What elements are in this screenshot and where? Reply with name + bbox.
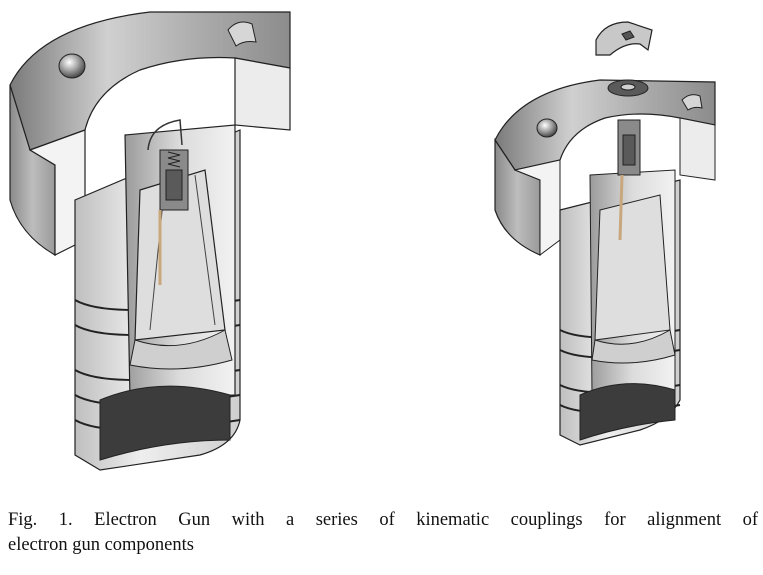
flange-top-surface bbox=[9, 11, 291, 151]
caption-line-1: Fig. 1. Electron Gun with a series of ki… bbox=[8, 510, 758, 530]
caption-line-2: electron gun components bbox=[8, 535, 194, 555]
kinematic-ball bbox=[58, 53, 86, 79]
kinematic-clip bbox=[227, 21, 257, 47]
flange-top-surface bbox=[494, 79, 716, 171]
flange-cut-face bbox=[513, 159, 561, 256]
filament-wire bbox=[147, 119, 183, 151]
figure-caption: Fig. 1. Electron Gun with a series of ki… bbox=[8, 508, 758, 558]
flange-cut-face bbox=[28, 129, 86, 256]
figure-illustration bbox=[9, 11, 716, 471]
kinematic-clip bbox=[681, 94, 703, 111]
bottom-opening bbox=[579, 383, 676, 441]
anode-cone bbox=[594, 194, 671, 341]
kinematic-ball bbox=[536, 118, 558, 138]
electron-gun-assembled bbox=[9, 11, 291, 471]
cone-inner-line bbox=[194, 174, 216, 326]
flange-right-cut bbox=[679, 117, 716, 181]
center-coupling-hole bbox=[620, 83, 636, 91]
cone-base bbox=[129, 329, 233, 370]
bottom-opening bbox=[99, 385, 231, 461]
flange-right-cut bbox=[234, 57, 291, 131]
cathode-spring bbox=[167, 151, 181, 168]
electron-gun-exploded bbox=[494, 21, 716, 446]
cone-base bbox=[591, 329, 676, 364]
cap-notch bbox=[621, 30, 635, 41]
cathode-insulator bbox=[165, 169, 183, 201]
cathode-rod bbox=[618, 174, 624, 241]
cathode-insulator bbox=[622, 134, 636, 166]
lifted-cap bbox=[595, 21, 653, 56]
